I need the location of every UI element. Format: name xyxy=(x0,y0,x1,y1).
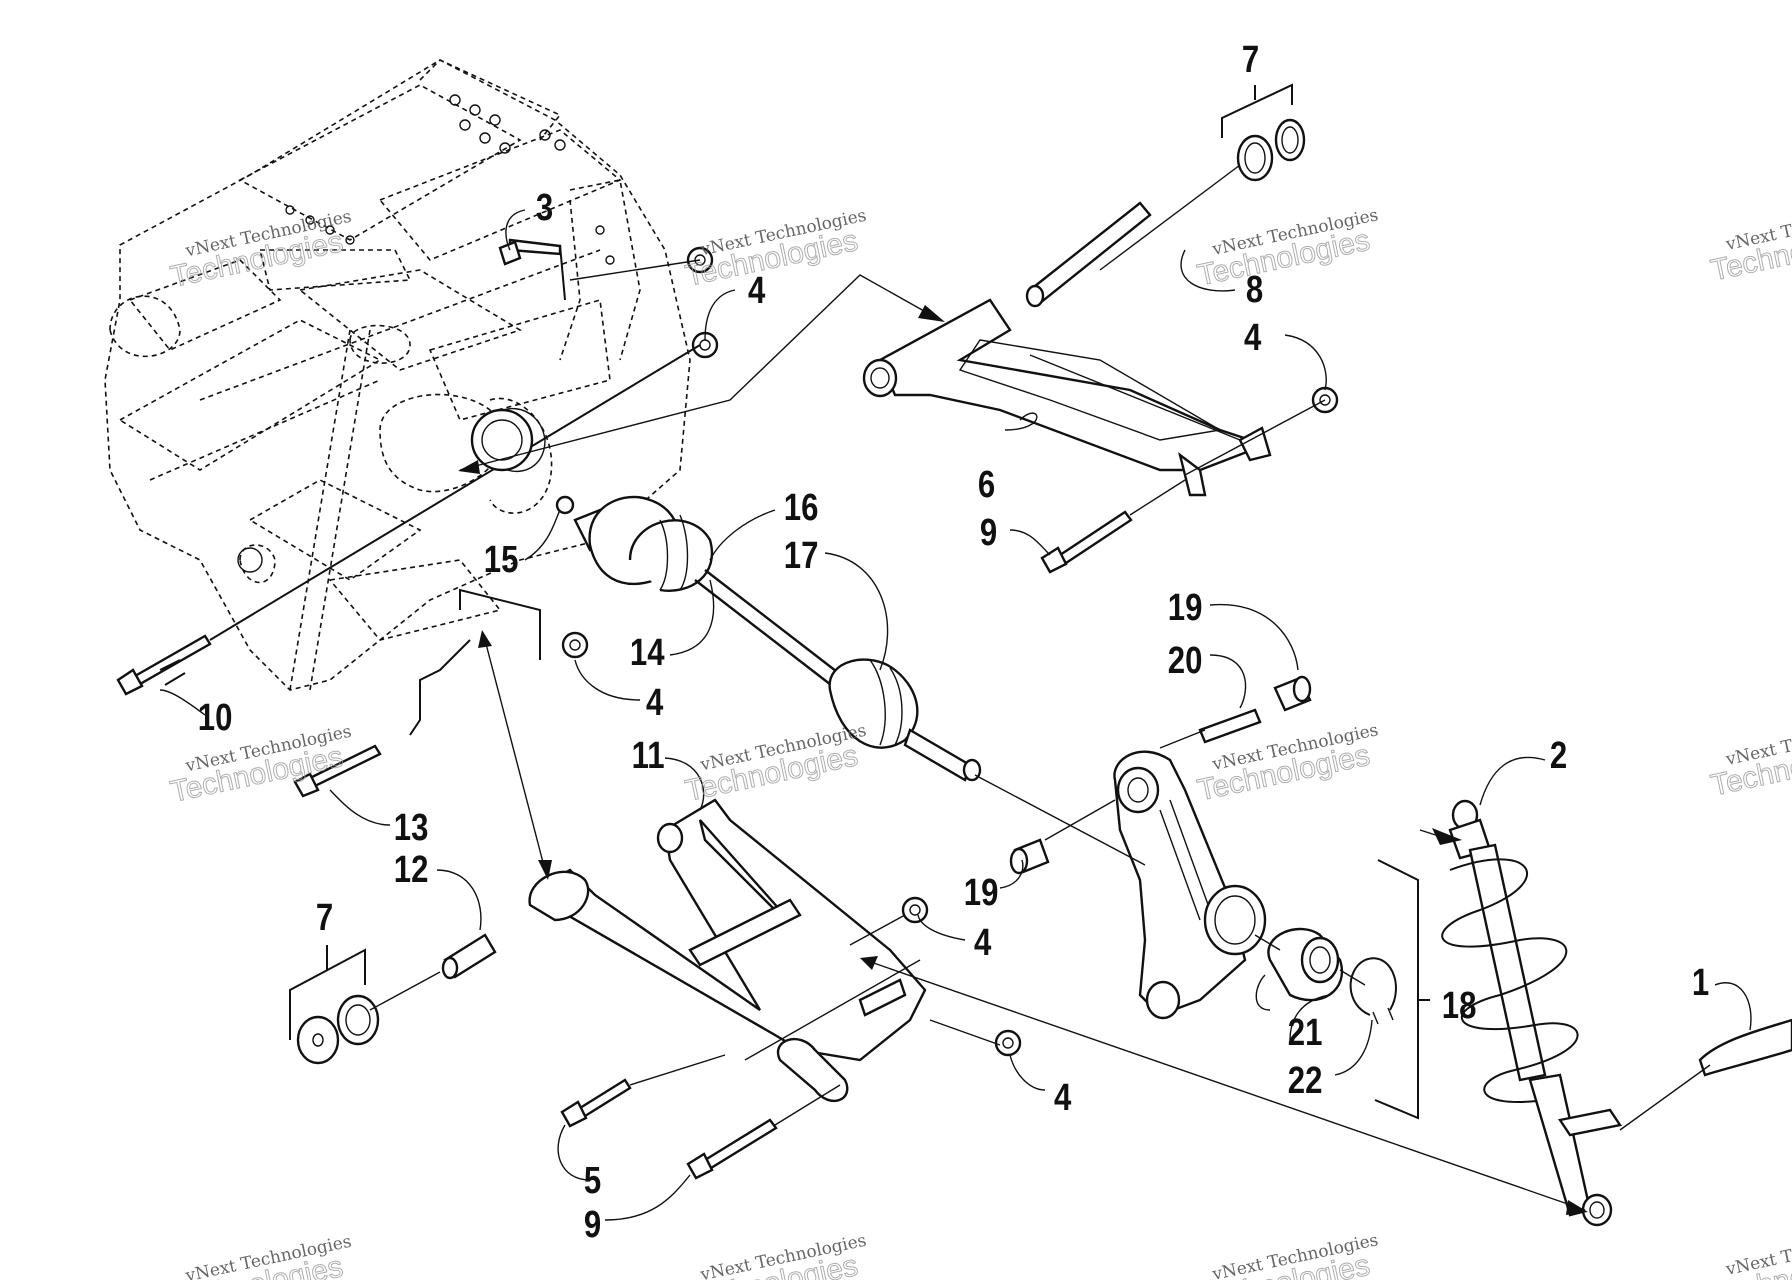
bushing-set-7-bottom xyxy=(296,994,380,1065)
bolt-9-lower xyxy=(686,1118,778,1180)
axle-shaft xyxy=(470,408,982,782)
callout-5: 5 xyxy=(584,1160,601,1202)
callout-20: 20 xyxy=(1168,640,1203,682)
callout-14: 14 xyxy=(630,632,665,674)
callout-9-lower: 9 xyxy=(584,1204,601,1246)
callout-12: 12 xyxy=(394,849,429,891)
callout-21: 21 xyxy=(1288,1012,1323,1054)
callout-3: 3 xyxy=(536,187,553,229)
nut-4-lower xyxy=(561,631,589,659)
bushing-19-bottom xyxy=(1009,838,1050,875)
spring-retainer-1 xyxy=(1698,1018,1792,1077)
sleeve-12 xyxy=(441,933,497,980)
callout-7-top: 7 xyxy=(1242,39,1259,81)
callout-4-bottom: 4 xyxy=(1054,1077,1072,1119)
shock-absorber-2 xyxy=(1441,799,1622,1227)
bearing-21 xyxy=(1267,927,1343,1002)
bushing-set-7-top xyxy=(1236,118,1306,182)
bolt-5 xyxy=(560,1078,632,1128)
callout-19-bottom: 19 xyxy=(964,872,999,914)
callout-4-arm: 4 xyxy=(1244,317,1262,359)
lower-a-arm-11 xyxy=(528,798,927,1102)
callout-8: 8 xyxy=(1246,269,1263,311)
callout-17: 17 xyxy=(784,535,819,577)
callout-6: 6 xyxy=(978,464,995,506)
frame-assembly xyxy=(104,59,691,691)
callout-1: 1 xyxy=(1692,962,1709,1004)
bushing-19-top xyxy=(1273,675,1312,712)
leader-lines xyxy=(159,83,1752,1221)
callout-4-top: 4 xyxy=(748,270,766,312)
callout-15: 15 xyxy=(484,539,519,581)
bolt-9-upper xyxy=(1040,510,1133,574)
callout-10: 10 xyxy=(198,697,233,739)
upper-a-arm-6 xyxy=(862,298,1272,497)
callout-18: 18 xyxy=(1442,985,1477,1027)
circlip-22 xyxy=(1349,957,1397,1025)
callout-4-mid: 4 xyxy=(646,682,664,724)
callout-9-upper: 9 xyxy=(980,512,997,554)
knuckle xyxy=(1113,750,1267,1020)
sleeve-20 xyxy=(1198,708,1262,744)
bolt-10 xyxy=(116,344,701,696)
callout-22: 22 xyxy=(1288,1060,1323,1102)
nut-4-knuckle xyxy=(901,896,929,924)
bolt-13 xyxy=(293,744,382,798)
bolt-3 xyxy=(498,238,562,266)
nut-4-bottom xyxy=(994,1029,1022,1057)
callout-2: 2 xyxy=(1550,735,1567,777)
sleeve-8 xyxy=(1025,201,1152,308)
callout-7-bottom: 7 xyxy=(316,897,333,939)
callout-4-knuckle: 4 xyxy=(974,922,992,964)
callout-labels: 7 3 4 8 4 6 9 16 17 15 14 4 10 19 20 11 … xyxy=(198,39,1709,1246)
callout-13: 13 xyxy=(394,807,429,849)
callout-16: 16 xyxy=(784,487,819,529)
callout-11: 11 xyxy=(632,735,665,777)
callout-19-top: 19 xyxy=(1168,587,1203,629)
